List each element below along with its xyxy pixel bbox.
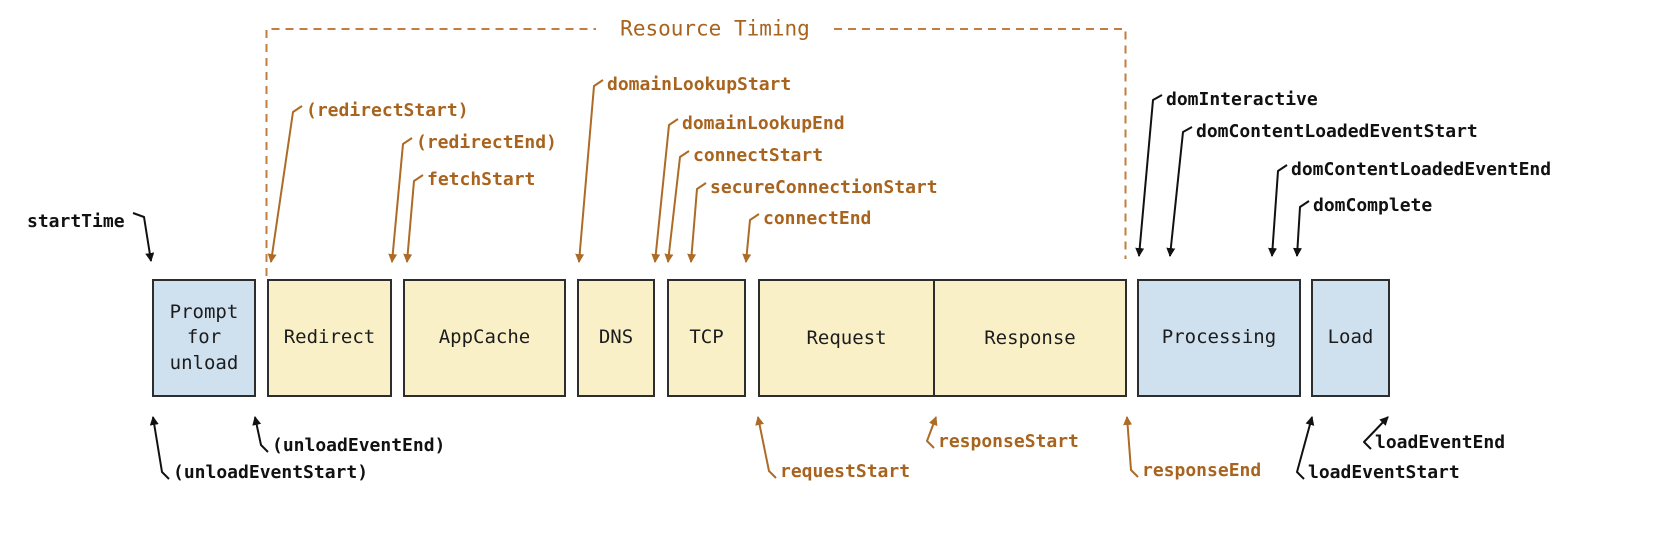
- marker-label-response-start: responseStart: [938, 431, 1079, 452]
- arrow-connect-end: [742, 213, 760, 263]
- arrow-dom-content-loaded-event-end: [1268, 164, 1288, 257]
- phase-box-request: Request: [760, 281, 935, 395]
- phase-box-response: Response: [984, 327, 1076, 349]
- arrow-dom-content-loaded-event-start: [1166, 126, 1193, 257]
- marker-label-unload-event-end: (unloadEventEnd): [272, 435, 446, 456]
- arrow-dom-complete: [1292, 200, 1310, 257]
- phase-box-processing: Processing: [1137, 279, 1301, 397]
- marker-label-domain-lookup-end: domainLookupEnd: [682, 113, 845, 134]
- marker-label-redirect-end: (redirectEnd): [416, 132, 557, 153]
- phase-box-request-response: Request Response: [758, 279, 1127, 397]
- marker-label-connect-end: connectEnd: [763, 208, 872, 229]
- arrow-secure-connection-start: [687, 182, 707, 263]
- arrow-request-start: [755, 416, 777, 479]
- arrow-connect-start: [664, 150, 690, 263]
- marker-label-connect-start: connectStart: [693, 145, 824, 166]
- marker-label-redirect-start: (redirectStart): [306, 100, 469, 121]
- marker-label-load-event-start: loadEventStart: [1308, 462, 1460, 483]
- marker-label-secure-connection-start: secureConnectionStart: [710, 177, 938, 198]
- marker-label-fetch-start: fetchStart: [427, 169, 536, 190]
- arrow-start-time: [132, 212, 155, 262]
- arrow-domain-lookup-start: [575, 79, 604, 263]
- arrow-fetch-start: [403, 174, 424, 263]
- arrow-load-event-start: [1296, 416, 1315, 480]
- resource-timing-bracket-right: [834, 28, 1127, 259]
- marker-label-request-start: requestStart: [780, 461, 911, 482]
- arrow-unload-event-end: [252, 416, 269, 453]
- arrow-redirect-end: [388, 137, 413, 263]
- phase-box-dns: DNS: [577, 279, 655, 397]
- arrow-dom-interactive: [1135, 94, 1163, 257]
- arrow-load-event-end: [1363, 416, 1389, 450]
- resource-timing-bracket-left: [265, 28, 596, 276]
- marker-label-start-time: startTime: [27, 211, 125, 232]
- marker-label-dom-interactive: domInteractive: [1166, 89, 1318, 110]
- phase-box-tcp: TCP: [667, 279, 746, 397]
- resource-timing-title: Resource Timing: [608, 18, 822, 40]
- marker-label-unload-event-start: (unloadEventStart): [173, 462, 369, 483]
- marker-label-dom-content-loaded-event-end: domContentLoadedEventEnd: [1291, 159, 1552, 180]
- phase-box-load: Load: [1311, 279, 1390, 397]
- marker-label-load-event-end: loadEventEnd: [1375, 432, 1506, 453]
- arrow-response-start: [926, 416, 938, 449]
- phase-box-appcache: AppCache: [403, 279, 566, 397]
- arrow-response-end: [1123, 416, 1139, 478]
- marker-label-domain-lookup-start: domainLookupStart: [607, 74, 792, 95]
- arrow-redirect-start: [267, 105, 303, 263]
- marker-label-response-end: responseEnd: [1142, 460, 1262, 481]
- arrow-domain-lookup-end: [651, 118, 679, 263]
- marker-label-dom-complete: domComplete: [1313, 195, 1433, 216]
- phase-box-prompt-for-unload: Prompt for unload: [152, 279, 256, 397]
- marker-label-dom-content-loaded-event-start: domContentLoadedEventStart: [1196, 121, 1478, 142]
- arrow-unload-event-start: [149, 416, 170, 480]
- phase-box-redirect: Redirect: [267, 279, 392, 397]
